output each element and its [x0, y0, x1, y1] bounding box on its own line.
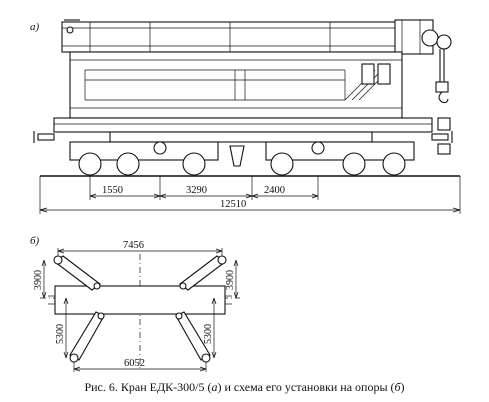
outrigger-scheme: 7456 6052 3900 5300 3900 5300: [33, 240, 240, 372]
view-a-label: а): [30, 21, 40, 33]
dim-1550: 1550: [102, 185, 123, 196]
outrigger-beam-top-right: [179, 255, 227, 291]
figure-caption: Рис. 6. Кран ЕДК-300/5 (а) и схема его у…: [0, 380, 489, 395]
dim-5300-left: 5300: [55, 324, 66, 344]
outrigger-beam-bottom-right: [175, 311, 211, 363]
caption-b: б: [394, 380, 401, 394]
view-b-label: б): [30, 235, 40, 247]
dim-5300-right: 5300: [203, 324, 214, 344]
dim-3290: 3290: [186, 185, 207, 196]
caption-middle: ) и схема его установки на опоры (: [217, 380, 395, 394]
front-bogie: [69, 141, 219, 176]
dim-12510: 12510: [220, 199, 246, 210]
crane-side-view: [33, 19, 460, 177]
caption-prefix: Рис. 6. Кран ЕДК-300/5 (: [84, 380, 212, 394]
caption-a: а: [211, 380, 218, 394]
caption-suffix: ): [400, 380, 405, 394]
dim-2400: 2400: [264, 185, 285, 196]
dim-3900-right: 3900: [225, 270, 236, 290]
dim-3900-left: 3900: [33, 270, 44, 290]
dim-6052: 6052: [124, 358, 145, 369]
outrigger-beam-top-left: [53, 255, 101, 291]
crane-dimensions: 1550 3290 2400 12510: [39, 176, 461, 214]
outrigger-base-frame: [54, 285, 226, 315]
dim-7456: 7456: [123, 240, 144, 251]
rear-bogie: [265, 141, 415, 176]
crane-boom: [61, 19, 452, 104]
crane-frame: [33, 117, 453, 167]
outrigger-beam-bottom-left: [69, 311, 105, 363]
crane-car-body: [69, 51, 403, 119]
